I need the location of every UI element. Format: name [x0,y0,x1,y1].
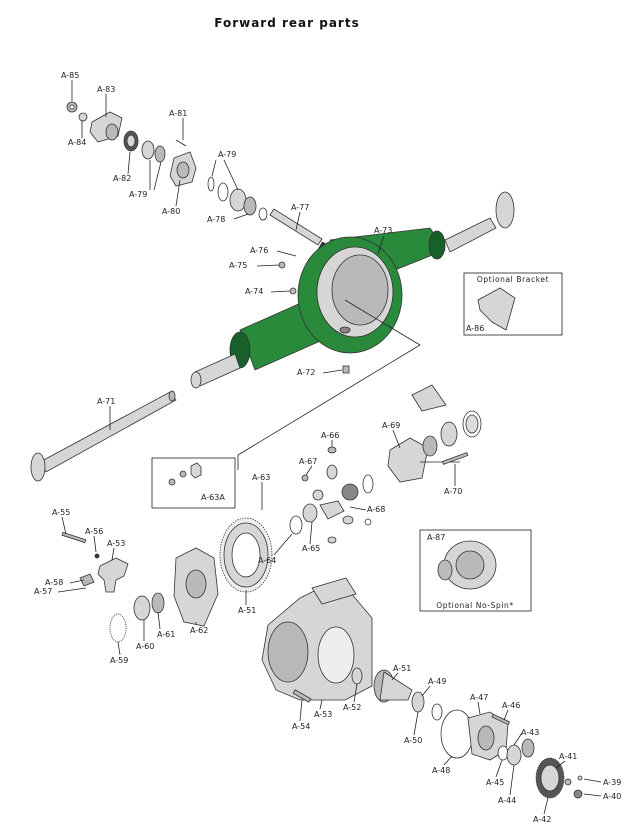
label-a70: A-70 [444,487,462,496]
drain-plug [342,365,350,374]
label-a63: A-63 [252,473,270,482]
label-a56: A-56 [85,527,103,536]
label-a63a: A-63A [201,493,225,502]
carrier-left-group [61,531,219,643]
cap-bolt [61,531,87,544]
bracket-icon [477,287,516,331]
label-a76: A-76 [250,246,268,255]
label-a75: A-75 [229,261,247,270]
label-a46: A-46 [502,701,520,710]
detail-63a-box [151,457,236,509]
spider-gears [289,446,374,544]
axle-shaft [30,390,177,482]
label-a61: A-61 [157,630,175,639]
label-a79a: A-79 [218,150,236,159]
label-a39: A-39 [603,778,621,787]
label-a83: A-83 [97,85,115,94]
label-a50: A-50 [404,736,422,745]
bottom-gear-group [440,709,583,799]
bolt [441,452,469,465]
label-a72: A-72 [297,368,315,377]
label-a87: A-87 [427,533,445,542]
pinion-group [351,667,443,721]
carrier-housing [261,577,373,703]
label-a84: A-84 [68,138,86,147]
label-a74: A-74 [245,287,263,296]
bearing-cone [141,140,155,160]
bearing-cap [97,557,129,593]
label-a81: A-81 [169,109,187,118]
label-a54: A-54 [292,722,310,731]
label-a69: A-69 [382,421,400,430]
label-a48: A-48 [432,766,450,775]
label-a45: A-45 [486,778,504,787]
label-a77: A-77 [291,203,309,212]
label-a41: A-41 [559,752,577,761]
right-spindle [444,217,497,253]
label-a55: A-55 [52,508,70,517]
label-a82: A-82 [113,174,131,183]
label-a53b: A-53 [314,710,332,719]
label-a49: A-49 [428,677,446,686]
label-a47: A-47 [470,693,488,702]
plug [289,287,297,295]
label-a40: A-40 [603,792,621,801]
optional-bracket-box: Optional Bracket [463,272,563,336]
diagram-title: Forward rear parts [214,16,359,30]
label-a52: A-52 [343,703,361,712]
label-a44: A-44 [498,796,516,805]
label-a51b: A-51 [393,664,411,673]
label-a79b: A-79 [129,190,147,199]
label-a86: A-86 [466,324,484,333]
breather [278,261,286,269]
label-a78: A-78 [207,215,225,224]
axle-housing [190,191,515,389]
optional-nospin-box: Optional No-Spin* [419,529,532,612]
label-a51a: A-51 [238,606,256,615]
label-a58: A-58 [45,578,63,587]
label-a64: A-64 [258,556,276,565]
nospin-box-title: Optional No-Spin* [436,601,513,610]
label-a66: A-66 [321,431,339,440]
label-a73: A-73 [374,226,392,235]
label-a62: A-62 [190,626,208,635]
washer [78,112,88,122]
label-a42: A-42 [533,815,551,824]
through-shaft [269,208,323,246]
label-a80: A-80 [162,207,180,216]
yoke-group [66,101,329,253]
diff-case-group [387,384,482,483]
label-a85: A-85 [61,71,79,80]
label-a43: A-43 [521,728,539,737]
diff-case [387,437,429,483]
label-a57: A-57 [34,587,52,596]
left-spindle [194,353,241,387]
label-a71: A-71 [97,397,115,406]
label-a59: A-59 [110,656,128,665]
callout-labels: A-85 A-83 A-84 A-81 A-79 A-82 A-79 A-80 … [34,71,621,824]
right-flange [495,191,515,229]
label-a60: A-60 [136,642,154,651]
label-a68: A-68 [367,505,385,514]
label-a65: A-65 [302,544,320,553]
bracket-box-title: Optional Bracket [477,275,549,284]
stud [292,689,312,703]
helical-gear [540,764,560,792]
label-a67: A-67 [299,457,317,466]
pinion-bearing [229,188,247,212]
ring-gear [219,517,273,593]
label-a53a: A-53 [107,539,125,548]
